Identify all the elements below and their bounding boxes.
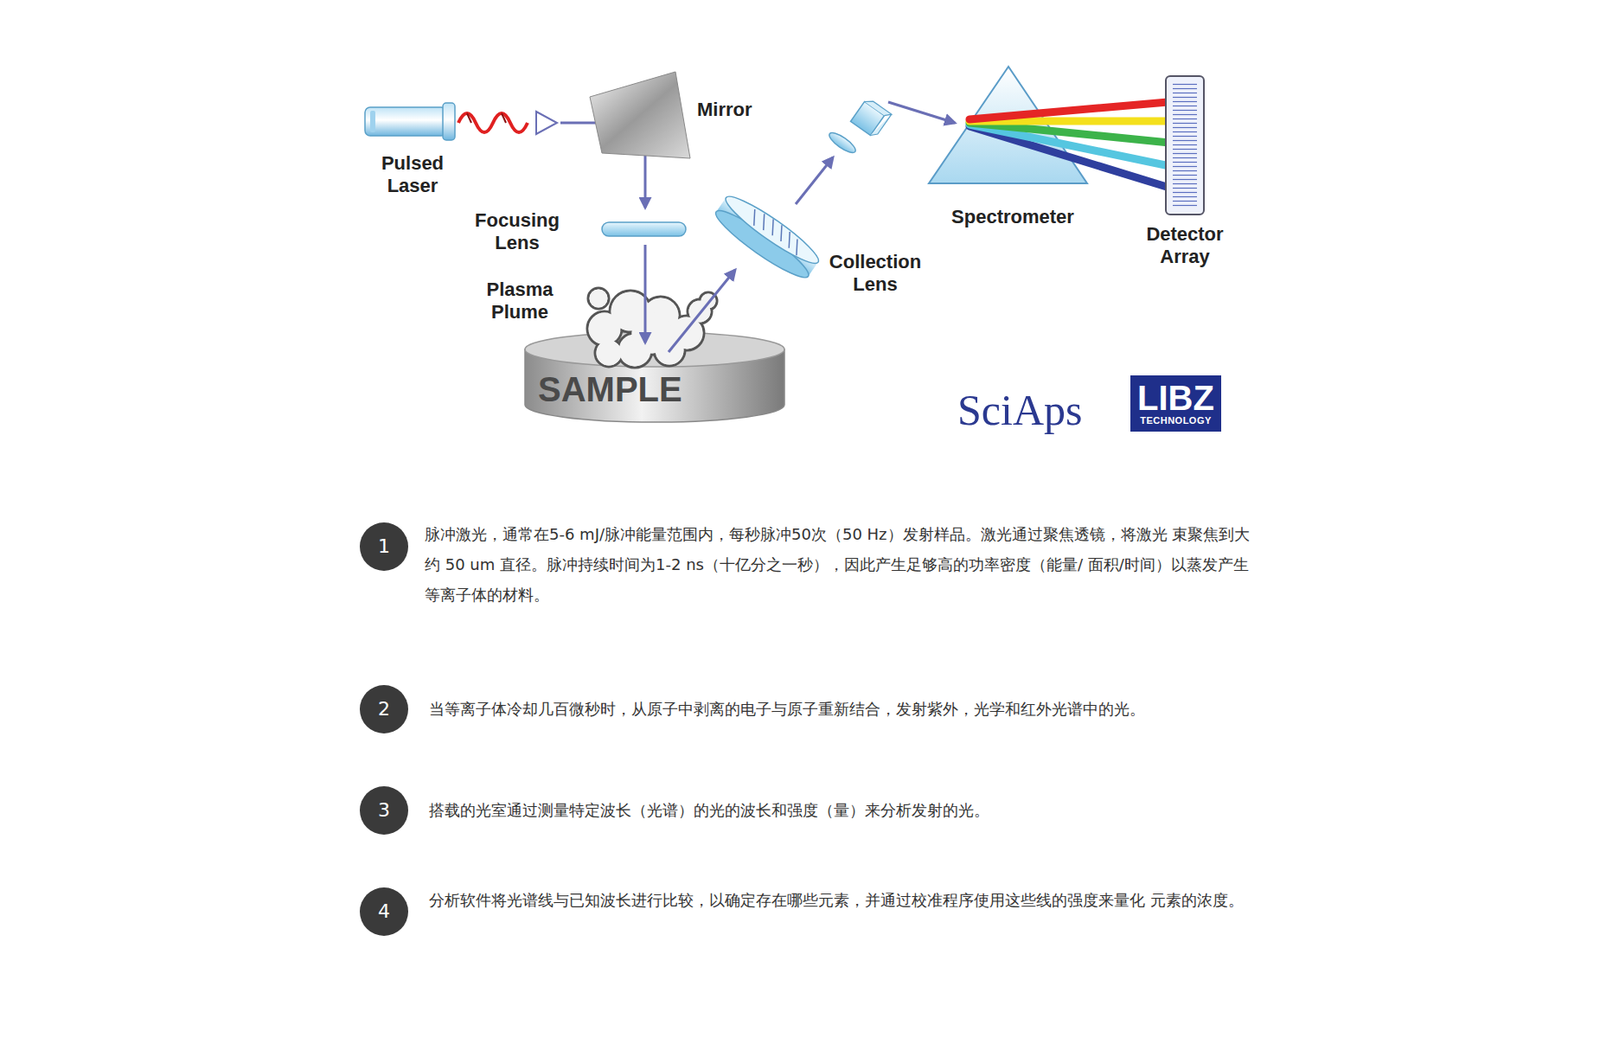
- spectrum-rays: [969, 122, 1178, 144]
- beam-arrow: [795, 157, 833, 205]
- collection-lens: [720, 189, 825, 271]
- step-text: 当等离子体冷却几百微秒时，从原子中剥离的电子与原子重新结合，发射紫外，光学和红外…: [428, 693, 1260, 724]
- plasma-plume: [588, 288, 609, 309]
- logo-text: LIBZ: [1137, 380, 1215, 416]
- detector-array: [1165, 76, 1204, 215]
- callout-number: 1: [359, 522, 409, 571]
- fiber-coupler: [851, 97, 892, 139]
- pulsed-laser: [442, 102, 455, 141]
- callout-number: 4: [377, 901, 391, 922]
- part-label: Collection Lens: [821, 250, 929, 296]
- sample-text: SAMPLE: [537, 371, 683, 407]
- beam-arrow: [644, 244, 647, 343]
- plasma-plume: [632, 313, 673, 354]
- pulsed-laser: [370, 110, 376, 133]
- laser-pulse-wave: [467, 113, 506, 123]
- mirror: [589, 71, 691, 159]
- step-text: 分析软件将光谱线与已知波长进行比较，以确定存在哪些元素，并通过校准程序使用这些线…: [428, 884, 1260, 916]
- focusing-lens: [601, 222, 686, 237]
- callout-number: 2: [359, 684, 409, 734]
- laser-pulse-wave: [458, 111, 557, 135]
- part-label: Detector Array: [1138, 223, 1232, 269]
- step-text: 搭载的光室通过测量特定波长（光谱）的光的波长和强度（量）来分析发射的光。: [428, 794, 1260, 826]
- callout-number: 3: [377, 800, 391, 821]
- part-label: Focusing Lens: [469, 209, 565, 255]
- spectrum-rays: [969, 101, 1178, 191]
- plasma-plume: [589, 289, 608, 308]
- brand-logo: SciAps: [957, 385, 1082, 435]
- laser-pulse-wave: [536, 111, 557, 135]
- collection-lens: [710, 189, 825, 286]
- mirror: [589, 71, 691, 159]
- plasma-plume: [587, 288, 717, 368]
- detector-array: [1172, 83, 1197, 208]
- sample-disk: SAMPLE: [522, 328, 788, 424]
- part-label: Spectrometer: [951, 205, 1075, 229]
- collection-lens: [747, 207, 807, 256]
- callout-number: 3: [359, 786, 409, 835]
- relay-lens: [826, 129, 858, 156]
- logo-badge: LIBZTECHNOLOGY: [1130, 375, 1222, 432]
- emission-arrow: [668, 269, 736, 352]
- plasma-plume: [596, 340, 622, 366]
- spectrum-rays: [969, 101, 1178, 120]
- focusing-lens: [601, 222, 686, 237]
- pulsed-laser: [364, 107, 447, 136]
- callout-number: 2: [377, 698, 391, 720]
- detector-array: [1165, 76, 1204, 215]
- beam-arrow: [888, 102, 955, 123]
- part-label: Pulsed Laser: [373, 152, 452, 198]
- fiber-coupler: [851, 97, 892, 139]
- part-label: Mirror: [697, 98, 753, 122]
- relay-lens: [826, 129, 858, 156]
- logo-text: TECHNOLOGY: [1137, 415, 1215, 427]
- part-label: Plasma Plume: [480, 278, 560, 324]
- callout-number: 1: [377, 536, 391, 557]
- laser-pulse-wave: [458, 113, 528, 133]
- callout-number: 4: [359, 887, 409, 936]
- step-text: 脉冲激光，通常在5-6 mJ/脉冲能量范围内，每秒脉冲50次（50 Hz）发射样…: [424, 518, 1255, 610]
- pulsed-laser: [364, 102, 455, 141]
